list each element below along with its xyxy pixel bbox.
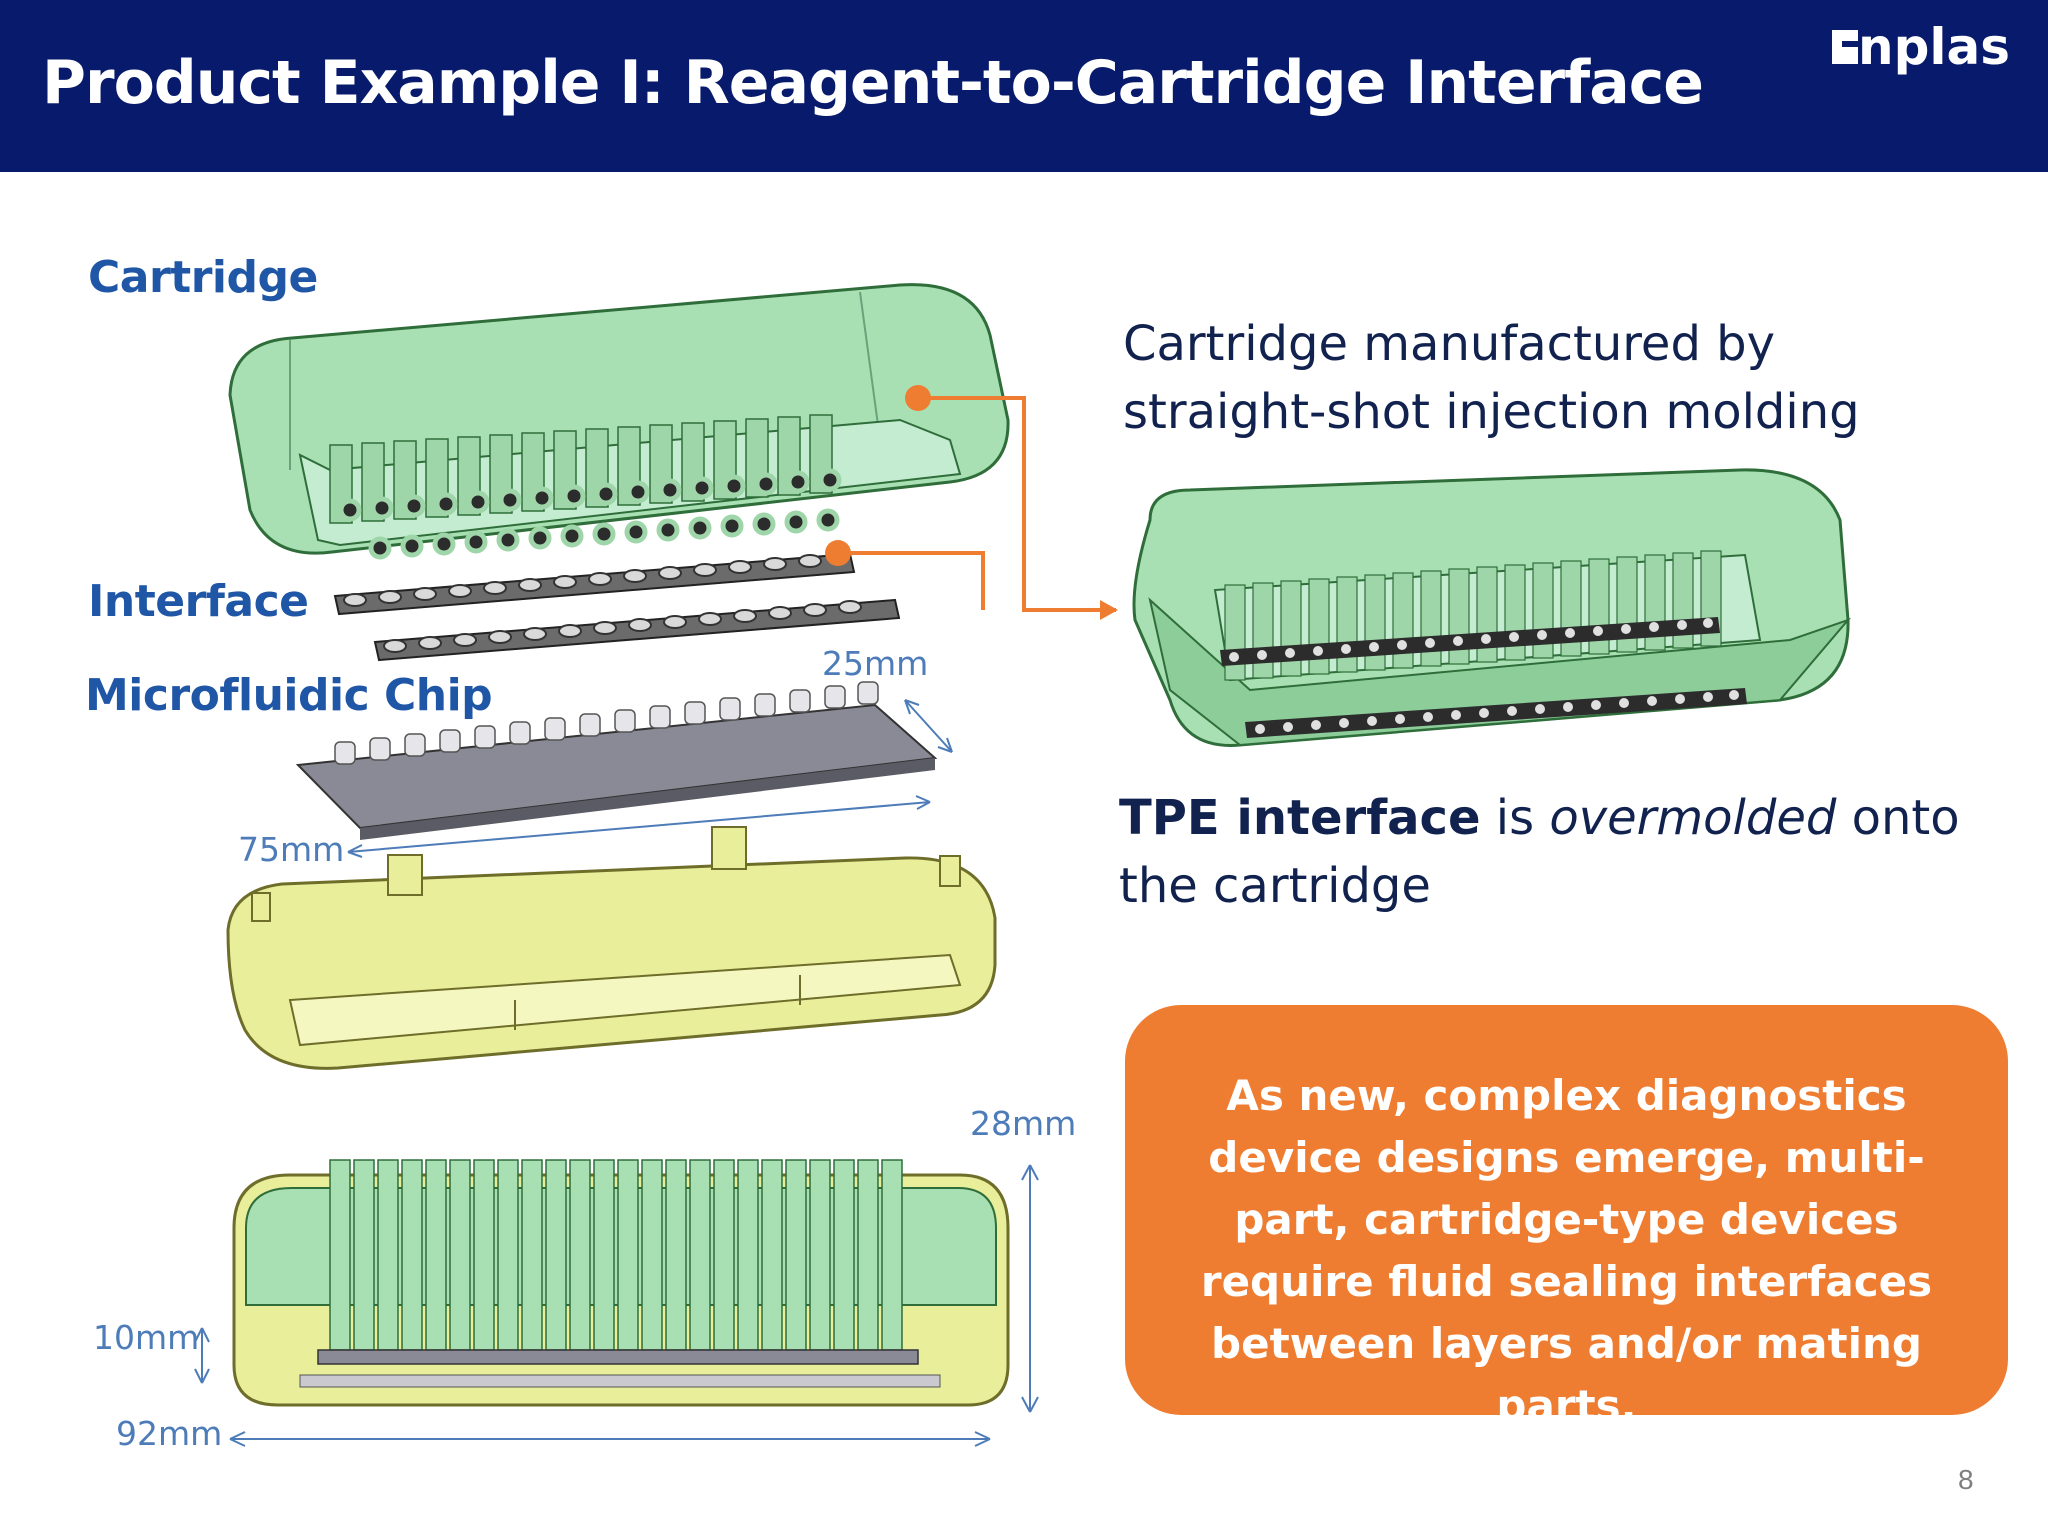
description-tpe: TPE interface is overmolded onto the car…: [1119, 784, 1960, 920]
microfluidic-chip: [295, 681, 938, 840]
connector-dot-interface: [825, 540, 851, 566]
tpe-is: is: [1480, 790, 1550, 846]
connector-dot-cartridge: [905, 385, 931, 411]
callout-text: As new, complex diagnostics device desig…: [1200, 1071, 1933, 1430]
label-cartridge: Cartridge: [88, 252, 318, 303]
dim-height: 28mm: [970, 1104, 1077, 1143]
cross-section-view: [232, 1159, 1010, 1407]
label-microfluidic-chip: Microfluidic Chip: [85, 670, 493, 721]
header-bar: Product Example I: Reagent-to-Cartridge …: [0, 0, 2048, 172]
description-line-2: straight-shot injection molding: [1123, 384, 1860, 440]
callout-box: As new, complex diagnostics device desig…: [1125, 1005, 2008, 1430]
arrow-head-icon: [1100, 600, 1118, 620]
dim-chip-length: 75mm: [238, 830, 345, 869]
dim-chip-width: 25mm: [822, 644, 929, 683]
dim-base-height: 10mm: [93, 1318, 200, 1357]
tpe-line-2: the cartridge: [1119, 858, 1431, 914]
label-interface: Interface: [88, 576, 309, 627]
dimension-arrows-section: [194, 1164, 1039, 1447]
dim-overall-length: 92mm: [116, 1414, 223, 1453]
housing-bottom: [226, 826, 997, 1070]
tpe-bold: TPE interface: [1119, 790, 1481, 846]
logo-wordmark: nplas: [1858, 18, 2010, 76]
enplas-logo: nplas: [1832, 18, 2010, 76]
tpe-rest: onto: [1836, 790, 1960, 846]
slide-title: Product Example I: Reagent-to-Cartridge …: [42, 48, 1704, 118]
tpe-italic: overmolded: [1549, 790, 1837, 846]
page-number: 8: [1958, 1464, 1974, 1495]
description-cartridge: Cartridge manufactured by straight-shot …: [1123, 310, 1860, 446]
cartridge-overmolded-view: [1132, 468, 1852, 747]
dimension-arrows-chip: [347, 699, 953, 858]
tpe-line-1: TPE interface is overmolded onto: [1119, 784, 1960, 852]
cartridge-top-view: [228, 283, 1010, 560]
interface-strips: [333, 552, 901, 662]
description-line-1: Cartridge manufactured by: [1123, 316, 1776, 372]
